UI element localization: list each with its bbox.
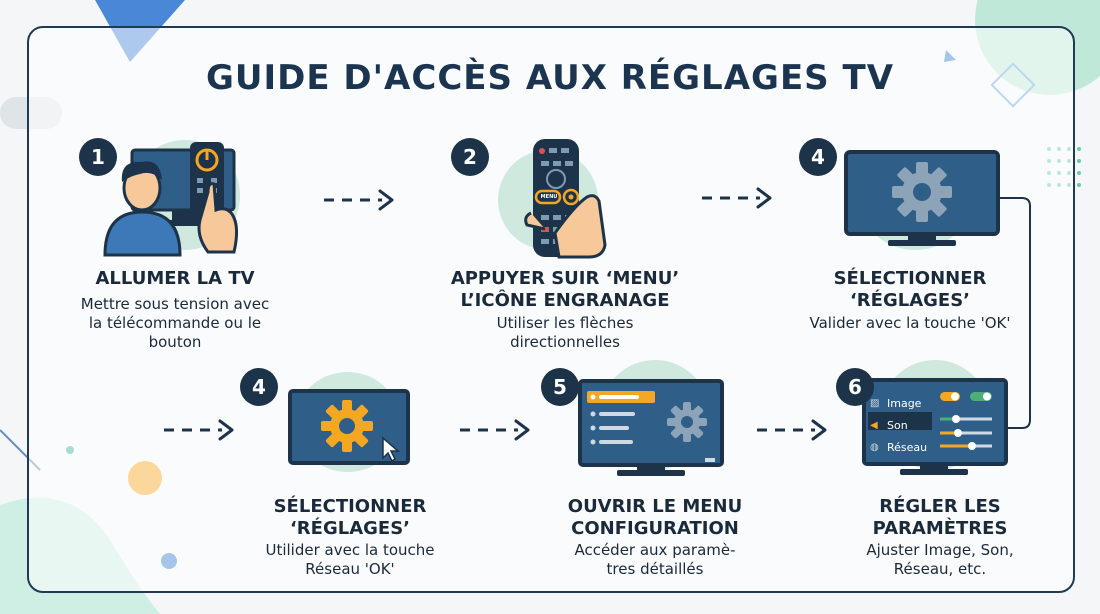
step-4-desc: Utilider avec la touche Réseau 'OK' xyxy=(265,541,435,578)
remote-menu-button-label: MENU xyxy=(540,194,558,200)
step-2-title: APPUYER SUIR ‘MENU’ L’ICÔNE ENGRANAGE xyxy=(450,268,680,311)
step-6-badge: 6 xyxy=(836,368,874,406)
step-2-desc: Utiliser les flèches directionnelles xyxy=(496,314,634,351)
step-1-badge: 1 xyxy=(79,138,117,176)
settings-item-reseau: ◍ Réseau xyxy=(870,436,927,458)
globe-icon: ◍ xyxy=(870,441,879,453)
tv-gear-icon xyxy=(844,150,1000,246)
step-3-title: SÉLECTIONNER ‘RÉGLAGES’ xyxy=(833,268,987,311)
step-3-badge: 4 xyxy=(799,138,837,176)
step-6-title: RÉGLER LES PARAMÈTRES xyxy=(872,496,1008,539)
settings-item-label: Image xyxy=(887,396,922,410)
step-2-badge: 2 xyxy=(451,138,489,176)
arrow-right-icon xyxy=(324,189,394,211)
step-3-desc: Valider avec la touche 'OK' xyxy=(809,314,1011,332)
step-1-desc: Mettre sous tension avec la télécommande… xyxy=(80,295,270,351)
step-5-title: OUVRIR LE MENU CONFIGURATION xyxy=(567,496,743,539)
step-1-title: ALLUMER LA TV xyxy=(95,268,255,289)
image-icon: ▨ xyxy=(870,397,880,409)
arrow-right-icon xyxy=(757,419,827,441)
arrow-right-icon xyxy=(164,419,234,441)
page-title: GUIDE D'ACCÈS AUX RÉGLAGES TV xyxy=(205,58,895,98)
settings-item-label: Son xyxy=(887,418,908,432)
step-5-desc: Accéder aux paramè- tres détaillés xyxy=(574,541,736,578)
tv-gear-cursor-icon xyxy=(288,389,410,465)
step-4-title: SÉLECTIONNER ‘RÉGLAGES’ xyxy=(273,496,427,539)
main-frame xyxy=(27,26,1075,593)
person-remote-icon xyxy=(103,142,239,257)
settings-item-label: Réseau xyxy=(887,440,928,454)
tv-settings-icon xyxy=(862,378,1008,475)
speaker-icon: ◀ xyxy=(870,419,878,431)
step-4-badge: 4 xyxy=(240,368,278,406)
tv-menu-icon xyxy=(578,379,724,476)
settings-item-image: ▨ Image xyxy=(870,392,927,414)
settings-item-son: ◀ Son xyxy=(870,414,927,436)
step-6-desc: Ajuster Image, Son, Réseau, etc. xyxy=(866,541,1014,578)
step-5-badge: 5 xyxy=(541,368,579,406)
arrow-right-icon xyxy=(702,187,772,209)
remote-control-icon xyxy=(524,139,607,259)
settings-menu-list: ▨ Image ◀ Son ◍ Réseau xyxy=(870,392,927,458)
arrow-right-icon xyxy=(460,419,530,441)
